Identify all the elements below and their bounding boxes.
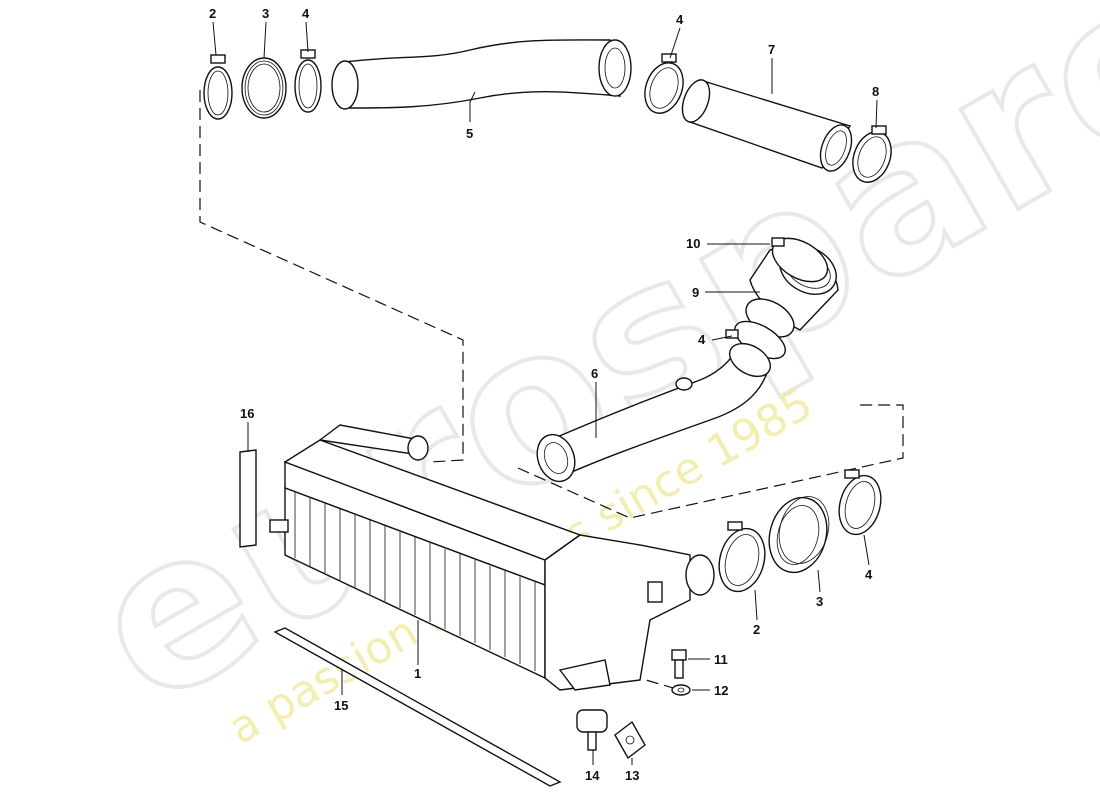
bracket-13[interactable] <box>614 720 646 760</box>
callout-14[interactable]: 14 <box>585 768 600 783</box>
callout-15[interactable]: 15 <box>334 698 348 713</box>
callout-9[interactable]: 9 <box>692 285 699 300</box>
callout-5[interactable]: 5 <box>466 126 473 141</box>
bolt-11[interactable] <box>671 649 687 679</box>
callout-4-top[interactable]: 4 <box>302 6 310 21</box>
coupling-sleeve-3-bottom[interactable] <box>761 491 836 579</box>
rubber-mount-14[interactable] <box>576 709 608 751</box>
callout-2-bottom[interactable]: 2 <box>753 622 760 637</box>
pipe-7[interactable] <box>677 76 857 175</box>
callout-2-top[interactable]: 2 <box>209 6 216 21</box>
leader-lines <box>212 21 878 765</box>
foam-strip-16[interactable] <box>239 449 257 548</box>
callout-16[interactable]: 16 <box>240 406 254 421</box>
callout-3-top[interactable]: 3 <box>262 6 269 21</box>
callout-10[interactable]: 10 <box>686 236 700 251</box>
callout-1[interactable]: 1 <box>414 666 421 681</box>
intercooler-1[interactable] <box>269 424 715 691</box>
air-hose-5[interactable] <box>331 39 632 110</box>
callout-4-upper[interactable]: 4 <box>676 12 684 27</box>
callout-6[interactable]: 6 <box>591 366 598 381</box>
coupling-sleeve-3-top[interactable] <box>241 57 287 119</box>
washer-12[interactable] <box>671 684 691 696</box>
hose-clamp-4-top[interactable] <box>294 49 322 113</box>
callouts: 2 3 4 5 4 7 8 10 9 4 6 16 1 2 3 4 11 12 … <box>209 6 879 783</box>
hose-clamp-4-upper[interactable] <box>638 53 690 119</box>
hose-clamp-2-top[interactable] <box>203 54 233 120</box>
callout-4-bottom[interactable]: 4 <box>865 567 873 582</box>
hose-clamp-4-bottom[interactable] <box>833 469 887 539</box>
callout-11[interactable]: 11 <box>714 652 728 667</box>
air-hose-6[interactable] <box>531 337 776 487</box>
callout-4-elbow[interactable]: 4 <box>698 332 706 347</box>
callout-7[interactable]: 7 <box>768 42 775 57</box>
foam-strip-15[interactable] <box>273 627 562 787</box>
hose-clamp-2-bottom[interactable] <box>712 521 771 597</box>
callout-8[interactable]: 8 <box>872 84 879 99</box>
callout-3-bottom[interactable]: 3 <box>816 594 823 609</box>
intercooler-fins <box>294 492 536 671</box>
hose-clamp-10[interactable] <box>765 229 835 290</box>
hose-clamp-8[interactable] <box>846 125 898 188</box>
callout-12[interactable]: 12 <box>714 683 728 698</box>
callout-13[interactable]: 13 <box>625 768 639 783</box>
